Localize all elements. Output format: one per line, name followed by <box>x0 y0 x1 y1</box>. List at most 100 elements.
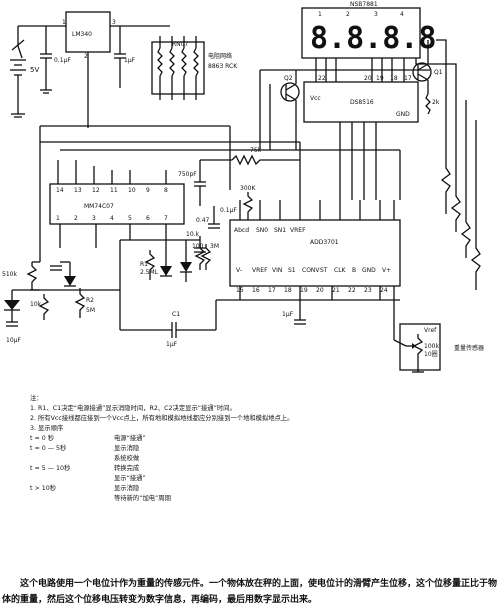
resistor-net-part: 8863 RCK <box>208 63 238 70</box>
resistor-network: RN07 电阻网络 8863 RCK <box>151 36 238 100</box>
sequence-row: t = 0 秒电源“接通” <box>30 435 146 442</box>
pot-label: 100k <box>424 343 439 350</box>
digit-pin-1: 1 <box>318 11 322 18</box>
svg-text:12: 12 <box>92 187 100 194</box>
svg-text:1: 1 <box>56 215 60 222</box>
c1-value-label: 1μF <box>166 341 178 348</box>
svg-text:14: 14 <box>56 187 64 194</box>
sequence-row: t > 10秒显示消隐 <box>30 485 140 492</box>
sequence-row: t = 5 — 10秒转换完成 <box>30 465 140 472</box>
c-10uf-label: 10μF <box>6 337 21 344</box>
note-item-2: 2. 所有Vcc接线都应接到一个Vcc点上，所有地和模拟地线都应分别接到一个地和… <box>30 415 294 422</box>
svg-text:2: 2 <box>74 215 78 222</box>
transistor-q2: Q2 <box>280 70 300 150</box>
svg-text:8.8.8.8: 8.8.8.8 <box>310 21 436 56</box>
svg-text:7: 7 <box>164 215 168 222</box>
digit-pin-4: 4 <box>400 11 404 18</box>
r2-label: R2 <box>86 297 94 304</box>
weight-sensor: Vref 100k 10圈 重量传感器 <box>393 323 484 373</box>
adc-bottom-pin-8: B <box>352 267 356 274</box>
r-75k-label: 75k <box>250 147 262 154</box>
cap-in-label: 0.1μF <box>54 57 71 64</box>
svg-text:18: 18 <box>284 287 292 294</box>
r-10k-label: 10k <box>30 301 42 308</box>
svg-text:19: 19 <box>376 75 384 82</box>
svg-text:19: 19 <box>300 287 308 294</box>
svg-text:22: 22 <box>318 75 326 82</box>
regulator-label: LM340 <box>72 31 92 38</box>
svg-text:23: 23 <box>364 287 372 294</box>
resistor-net-title: 电阻网络 <box>208 52 232 60</box>
r-2k-label: 2k <box>432 99 440 106</box>
reset-network: 510k 10μF 10k R2 5M <box>2 240 120 344</box>
mm74c07-chip: MM74C07 14 13 12 11 10 9 8 1 2 3 4 5 6 7 <box>49 160 185 248</box>
vcc-label: Vcc <box>310 95 321 102</box>
svg-text:6: 6 <box>146 215 150 222</box>
display-bus <box>39 39 481 290</box>
svg-text:11: 11 <box>110 187 118 194</box>
svg-text:20: 20 <box>364 75 372 82</box>
svg-text:17: 17 <box>268 287 276 294</box>
sequence-row: t = 0 — 5秒显示消隐 <box>30 445 140 452</box>
r-300k-label: 300K <box>240 185 256 192</box>
capacitor-c1: C1 1μF 1μF <box>120 296 306 348</box>
trim-network: R1 2.5ML 3M <box>119 239 219 330</box>
c-01uf-label: 0.1μF <box>220 207 237 214</box>
svg-text:RN07: RN07 <box>172 41 188 48</box>
adc-bottom-pin-6: ST <box>320 267 328 274</box>
note-item-1: 1. R1、C1决定“电源接通”显示消隐时间，R2、C2决定显示“接通”时间。 <box>30 405 236 412</box>
note-item-3: 3. 显示顺序 <box>30 425 64 432</box>
q1-label: Q1 <box>434 69 443 76</box>
svg-text:1: 1 <box>62 19 66 26</box>
svg-text:13: 13 <box>74 187 82 194</box>
c-047-label: 0.47 <box>196 217 210 224</box>
timing-components: 75k 750pF 300K 0.1μF 0.47 10.k 100 <box>178 147 300 270</box>
svg-text:5: 5 <box>128 215 132 222</box>
adc-bottom-pin-7: CLK <box>334 267 347 274</box>
adc-top-pin-1: Abcd <box>234 227 249 234</box>
svg-text:20: 20 <box>316 287 324 294</box>
led-display: NSB7881 1 2 3 4 8.8.8.8 <box>301 1 436 82</box>
c1-label: C1 <box>172 311 180 318</box>
digit-pin-3: 3 <box>374 11 378 18</box>
c-750pf-label: 750pF <box>178 171 197 178</box>
r-510k-label: 510k <box>2 271 17 278</box>
q2-label: Q2 <box>284 75 293 82</box>
ds8516-chip: DS8516 Vcc GND 22 20 19 18 17 <box>303 75 419 200</box>
add3701-chip: ADD3701 Abcd SN0 SN1 VREF V- VREF VIN S1… <box>216 200 401 340</box>
ds-chip-label: DS8516 <box>350 99 374 106</box>
notes-heading: 注： <box>30 395 43 402</box>
vref-label: Vref <box>424 327 437 334</box>
r1-label: R1 <box>140 261 148 268</box>
circuit-schematic: 5V 0.1μF LM340 1 3 2 1μF <box>2 1 484 373</box>
sequence-row: 显示“接通” <box>114 475 146 482</box>
svg-text:9: 9 <box>146 187 150 194</box>
adc-top-pin-3: SN1 <box>274 227 286 234</box>
svg-text:8: 8 <box>164 187 168 194</box>
pot-unit-label: 10圈 <box>424 351 438 358</box>
svg-text:3: 3 <box>112 19 116 26</box>
adc-top-pin-2: SN0 <box>256 227 268 234</box>
r2-value-label: 5M <box>86 307 95 314</box>
regulator: LM340 1 3 2 1μF <box>62 11 170 128</box>
svg-text:24: 24 <box>380 287 388 294</box>
svg-text:10: 10 <box>128 187 136 194</box>
cap-out-label: 1μF <box>124 57 136 64</box>
adc-top-pin-4: VREF <box>290 227 306 234</box>
adc-bottom-pin-2: VREF <box>252 267 268 274</box>
svg-text:17: 17 <box>404 75 412 82</box>
notes-section: 注： 1. R1、C1决定“电源接通”显示消隐时间，R2、C2决定显示“接通”时… <box>30 394 480 504</box>
gnd-label: GND <box>396 111 410 118</box>
adc-bottom-pin-3: VIN <box>272 267 282 274</box>
svg-text:21: 21 <box>332 287 340 294</box>
description-paragraph: 这个电路使用一个电位计作为重量的传感元件。一个物体放在秤的上面，使电位计的滑臂产… <box>2 579 498 605</box>
mm-chip-label: MM74C07 <box>84 203 114 210</box>
adc-bottom-pin-5: CONV <box>302 267 320 274</box>
adc-bottom-pin-4: S1 <box>288 267 296 274</box>
display-label: NSB7881 <box>350 1 378 8</box>
transistor-q1: Q1 2k <box>412 40 443 115</box>
battery-label: 5V <box>30 66 39 74</box>
adc-bottom-pin-1: V- <box>236 267 242 274</box>
c-10k-label: 10.k <box>186 231 200 238</box>
r1-value-label: 2.5ML <box>140 269 159 276</box>
